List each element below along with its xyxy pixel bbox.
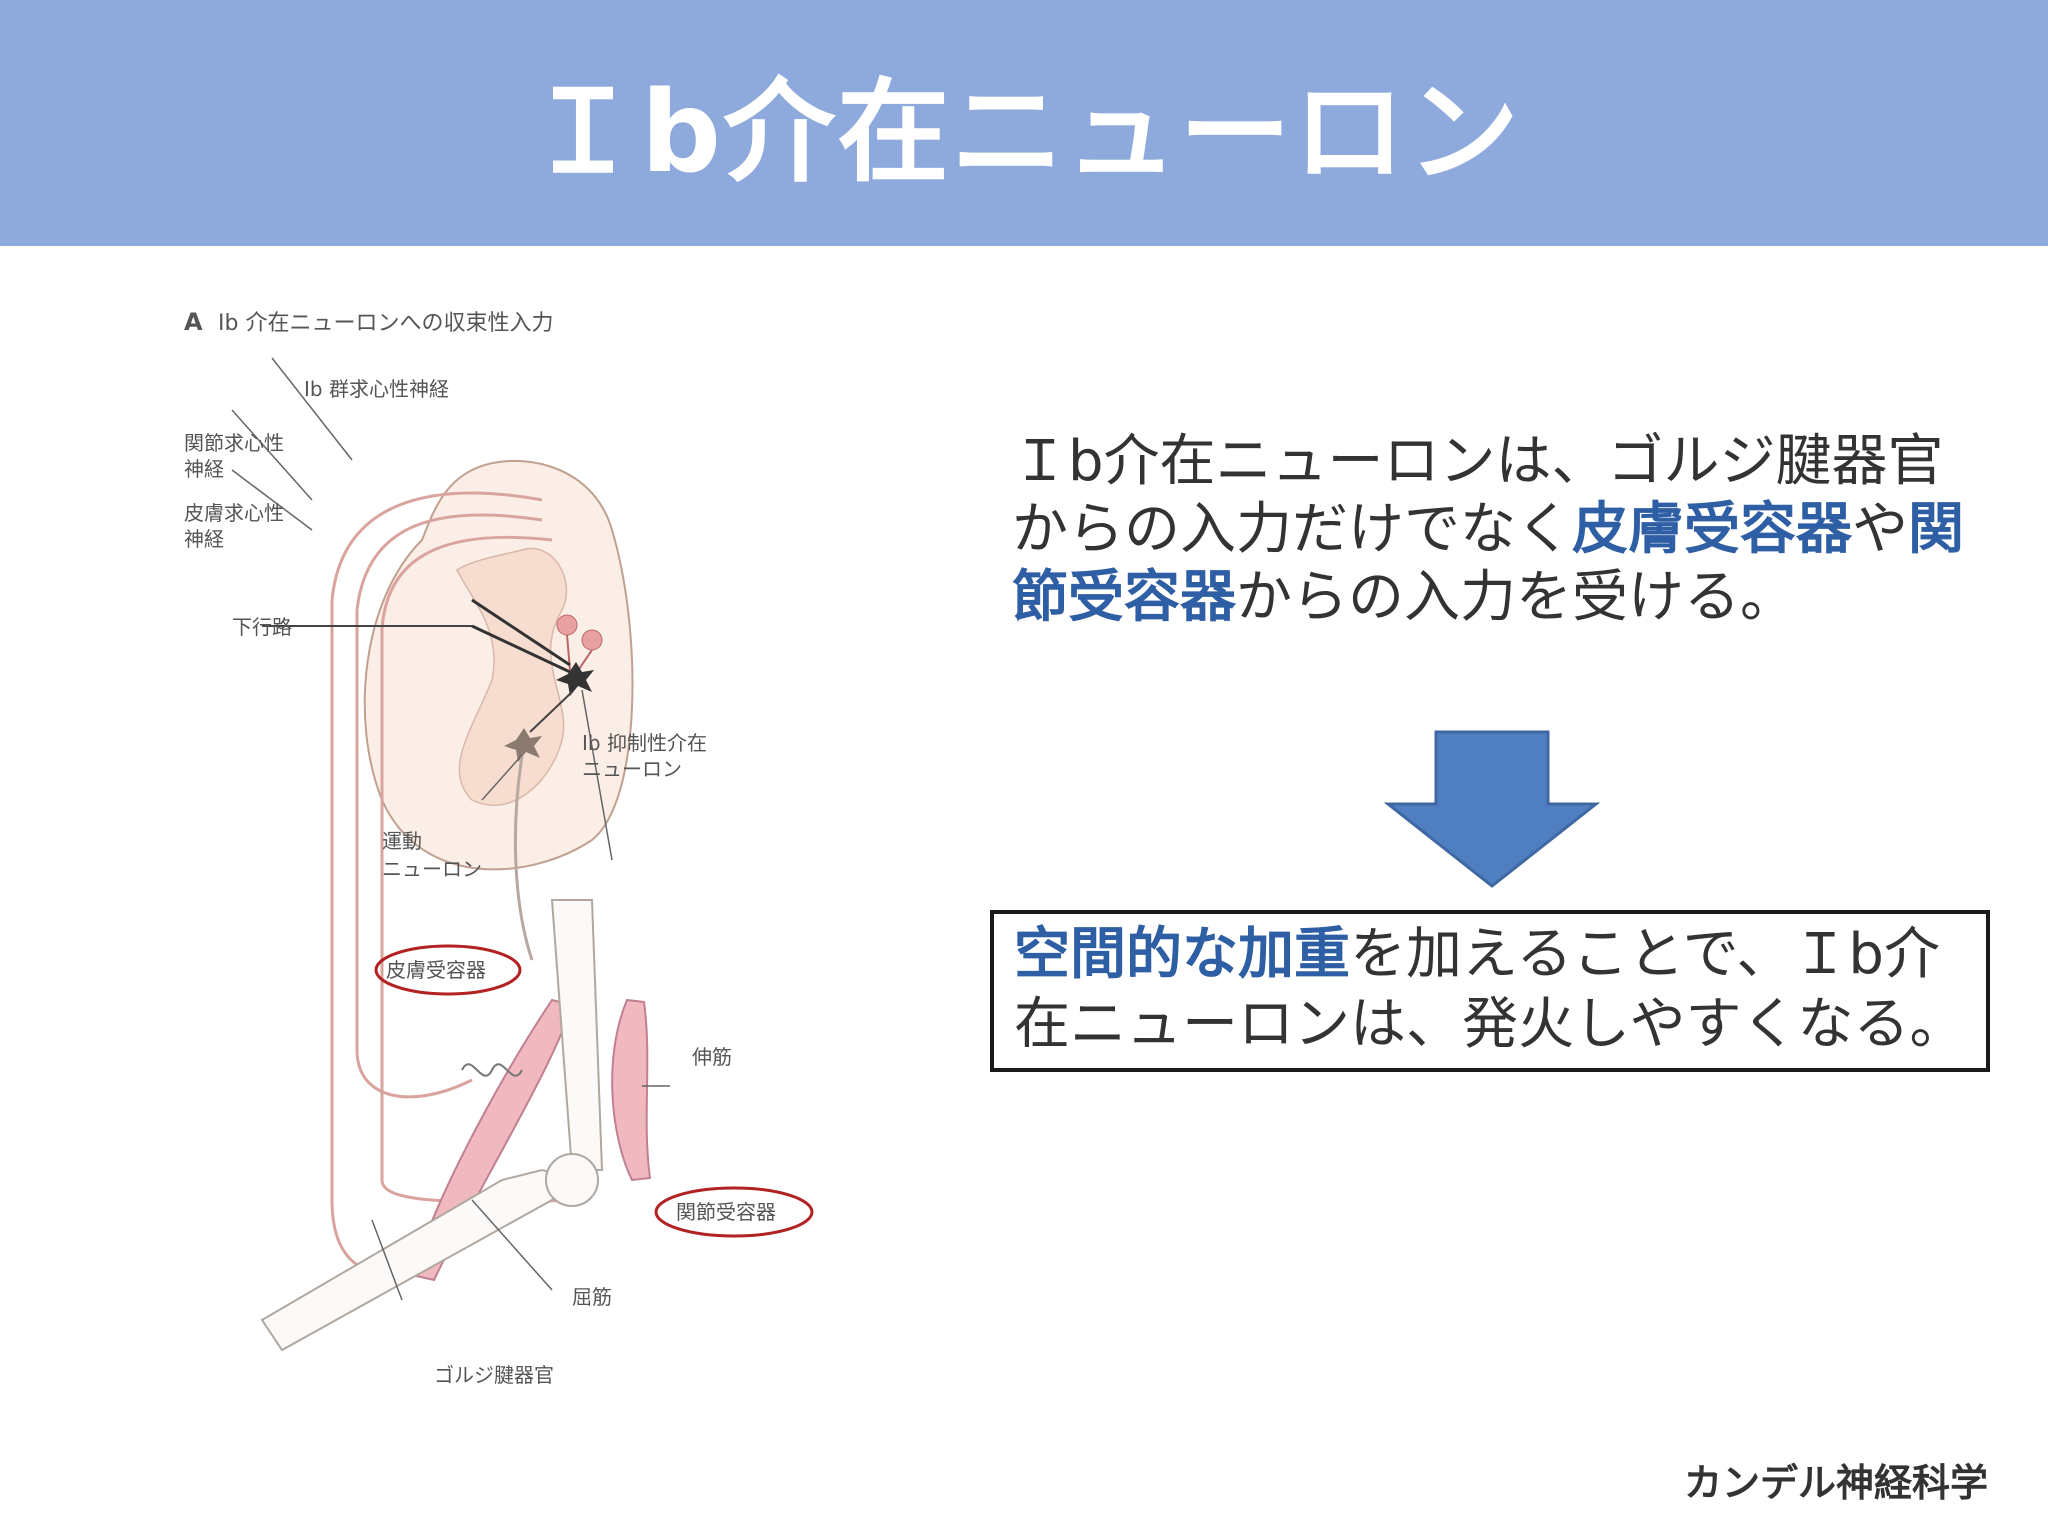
label-golgi-tendon: ゴルジ腱器官 bbox=[434, 1363, 554, 1387]
label-skin-afferent-2: 神経 bbox=[184, 527, 224, 551]
label-ib-interneuron-2: ニューロン bbox=[582, 757, 682, 781]
label-extensor: 伸筋 bbox=[692, 1045, 732, 1069]
description-part2: や bbox=[1852, 497, 1908, 562]
source-credit: カンデル神経科学 bbox=[1683, 1461, 1988, 1505]
label-ib-interneuron-1: Ib 抑制性介在 bbox=[582, 731, 707, 755]
label-joint-afferent-2: 神経 bbox=[184, 457, 224, 481]
neural-diagram: A Ib 介在ニューロンへの収束性入力 bbox=[172, 300, 832, 1460]
upper-arm-bone bbox=[550, 899, 604, 1171]
label-skin-receptor: 皮膚受容器 bbox=[386, 958, 486, 982]
relay-neuron-1 bbox=[556, 614, 578, 636]
label-joint-afferent-1: 関節求心性 bbox=[184, 431, 284, 455]
conclusion-text: を加えることで、Ｉb介在ニューロンは、発火しやすくなる。 bbox=[1014, 922, 1966, 1057]
descending-axon bbox=[471, 624, 571, 674]
header-bar: Ｉb介在ニューロン bbox=[0, 0, 2048, 246]
down-arrow-icon bbox=[1384, 730, 1600, 888]
elbow-joint bbox=[545, 1153, 599, 1207]
extensor-muscle bbox=[611, 998, 652, 1182]
label-descending: 下行路 bbox=[232, 615, 292, 639]
description-part3: からの入力を受ける。 bbox=[1236, 565, 1796, 630]
page-title: Ｉb介在ニューロン bbox=[526, 68, 1522, 198]
spinal-gray-matter bbox=[456, 547, 568, 807]
label-motor-neuron-2: ニューロン bbox=[382, 857, 482, 881]
joint-receptor-highlight bbox=[654, 1186, 814, 1238]
description-text: Ｉb介在ニューロンは、ゴルジ腱器官からの入力だけでなく皮膚受容器や関節受容器から… bbox=[1012, 428, 1992, 632]
skin-afferent-fiber bbox=[355, 513, 543, 1099]
highlight-spatial-summation: 空間的な加重 bbox=[1014, 922, 1350, 987]
label-skin-afferent-1: 皮膚求心性 bbox=[184, 501, 284, 525]
forearm-bone bbox=[260, 1168, 585, 1352]
conclusion-box: 空間的な加重を加えることで、Ｉb介在ニューロンは、発火しやすくなる。 bbox=[990, 910, 1990, 1072]
label-ib-afferent: Ib 群求心性神経 bbox=[304, 377, 449, 401]
ib-interneuron-cell bbox=[556, 662, 594, 696]
label-flexor: 屈筋 bbox=[572, 1285, 612, 1309]
motor-axon bbox=[513, 755, 534, 961]
skin-receptor-highlight bbox=[374, 944, 522, 996]
figure-caption-letter: A bbox=[184, 308, 203, 336]
highlight-joint-receptor: 関節受容器 bbox=[1012, 497, 1964, 630]
relay-neuron-2 bbox=[581, 629, 603, 651]
figure-caption: Ib 介在ニューロンへの収束性入力 bbox=[218, 311, 553, 336]
highlight-skin-receptor: 皮膚受容器 bbox=[1572, 497, 1852, 562]
label-joint-receptor: 関節受容器 bbox=[676, 1200, 776, 1224]
description-part1: Ｉb介在ニューロンは、ゴルジ腱器官からの入力だけでなく bbox=[1012, 429, 1944, 562]
motor-neuron-cell bbox=[504, 728, 542, 762]
skin-receptor-icon bbox=[461, 1063, 523, 1077]
interneuron-to-motor bbox=[529, 691, 573, 733]
label-motor-neuron-1: 運動 bbox=[382, 829, 422, 853]
descending-axon-2 bbox=[471, 598, 571, 667]
